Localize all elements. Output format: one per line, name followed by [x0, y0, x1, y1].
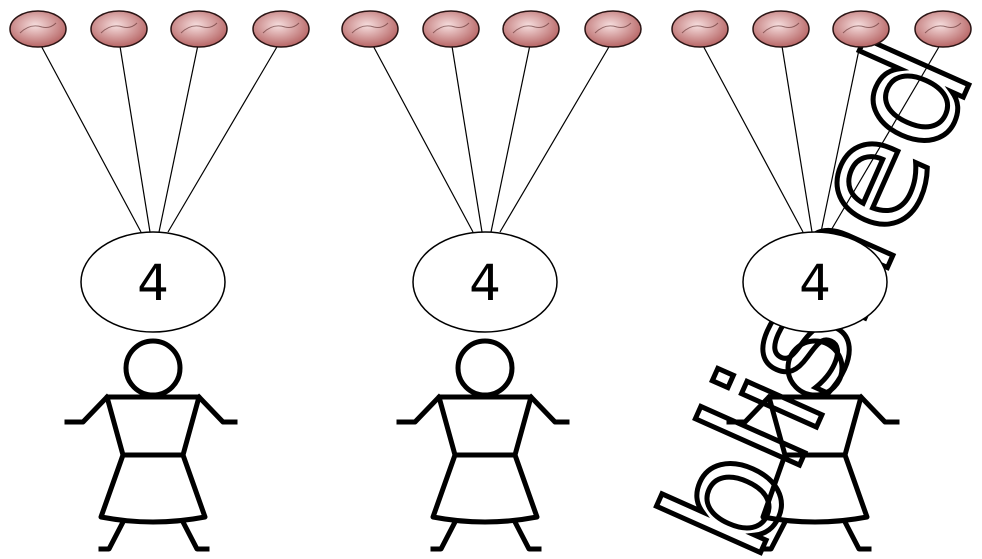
girl-skirt: [430, 451, 540, 525]
balloon-string: [780, 39, 813, 233]
count-oval: [412, 231, 558, 333]
girl-right-leg: [511, 518, 542, 552]
balloon-string: [158, 39, 200, 233]
girl-right-arm: [857, 393, 900, 425]
balloon-string: [450, 39, 483, 233]
balloon: [584, 10, 642, 48]
count-number: 4: [137, 254, 169, 312]
girl-group: 4: [671, 10, 972, 552]
balloon-string: [118, 39, 151, 233]
balloon: [914, 10, 972, 48]
balloon: [422, 10, 480, 48]
girl-head: [123, 338, 183, 398]
girl-group: 4: [341, 10, 642, 552]
balloon-string: [490, 39, 532, 233]
balloon-string: [499, 39, 614, 233]
balloon-shading: [432, 22, 470, 34]
balloon-string: [820, 39, 862, 233]
girl-left-arm: [64, 393, 111, 425]
girl-figure: [396, 338, 570, 552]
balloon-string: [37, 39, 142, 233]
balloon-shading: [351, 22, 389, 34]
girl-bodice: [436, 394, 534, 458]
balloon-shading: [100, 22, 138, 34]
balloon: [252, 10, 310, 48]
girl-left-leg: [760, 518, 789, 552]
balloon: [90, 10, 148, 48]
balloon-shading: [842, 22, 880, 34]
girl-right-arm: [195, 393, 238, 425]
count-oval: [742, 231, 888, 333]
girl-skirt: [760, 451, 870, 525]
girl-right-arm: [527, 393, 570, 425]
balloon-shading: [19, 22, 57, 34]
girl-figure: [726, 338, 900, 552]
girl-group: 4: [9, 10, 310, 552]
balloon: [832, 10, 890, 48]
balloon: [502, 10, 560, 48]
girl-left-arm: [726, 393, 773, 425]
balloon: [752, 10, 810, 48]
balloon-shading: [762, 22, 800, 34]
balloon-shading: [594, 22, 632, 34]
count-number: 4: [799, 254, 831, 312]
girl-right-leg: [179, 518, 210, 552]
balloon-shading: [681, 22, 719, 34]
girl-skirt: [98, 451, 208, 525]
balloon: [671, 10, 729, 48]
girl-left-arm: [396, 393, 443, 425]
balloon-shading: [512, 22, 550, 34]
balloon-string: [829, 39, 944, 233]
balloon-shading: [262, 22, 300, 34]
girl-right-leg: [841, 518, 872, 552]
balloon: [341, 10, 399, 48]
balloon: [170, 10, 228, 48]
count-oval: [80, 231, 226, 333]
balloon-string: [167, 39, 282, 233]
girl-figure: [64, 338, 238, 552]
balloon-string: [369, 39, 474, 233]
girl-head: [455, 338, 515, 398]
balloon-shading: [180, 22, 218, 34]
girl-left-leg: [430, 518, 459, 552]
girl-bodice: [104, 394, 202, 458]
balloon-shading: [924, 22, 962, 34]
count-number: 4: [469, 254, 501, 312]
balloon: [9, 10, 67, 48]
balloon-string: [699, 39, 804, 233]
girl-left-leg: [98, 518, 127, 552]
